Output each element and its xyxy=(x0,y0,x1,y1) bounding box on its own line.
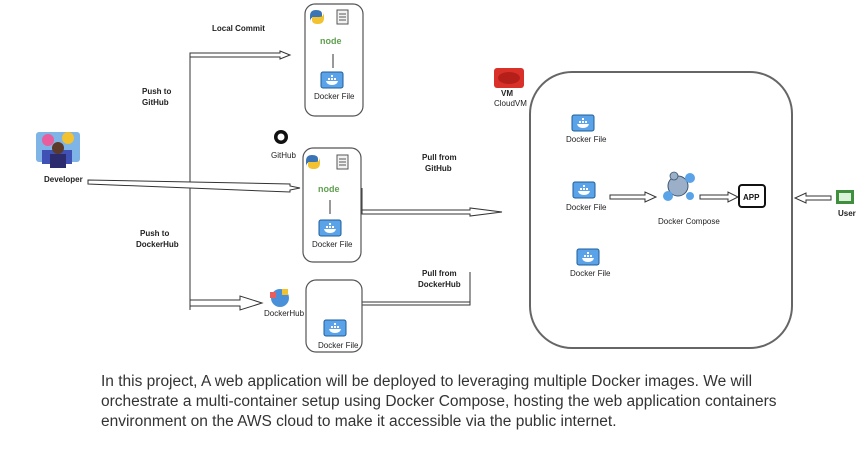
arrow-right xyxy=(699,191,740,203)
description-text: In this project, A web application will … xyxy=(101,373,777,430)
file-icon xyxy=(336,9,349,25)
docker-file-label: Docker File xyxy=(566,135,607,144)
github-icon xyxy=(274,130,288,144)
dockerhub-icon xyxy=(270,289,289,307)
vm-badge: VM xyxy=(501,89,513,98)
docker-icon xyxy=(572,181,596,199)
cloud-vm-box xyxy=(529,71,793,349)
docker-icon xyxy=(320,71,344,89)
docker-icon xyxy=(318,219,342,237)
flow-lines xyxy=(87,50,503,311)
pull-github-label-2: GitHub xyxy=(425,164,452,173)
docker-icon xyxy=(571,114,595,132)
dockerhub-label: DockerHub xyxy=(264,309,305,318)
cloud-icon xyxy=(494,68,524,88)
node-icon: node xyxy=(318,184,340,194)
app-label: APP xyxy=(743,193,760,202)
developer-label: Developer xyxy=(44,175,83,184)
push-github-label-2: GitHub xyxy=(142,98,169,107)
docker-file-label: Docker File xyxy=(570,269,611,278)
docker-icon xyxy=(323,319,347,337)
developer-icon xyxy=(36,132,80,168)
arrow-left xyxy=(793,192,832,204)
user-icon xyxy=(836,190,854,204)
arrow-right xyxy=(609,191,658,203)
push-dockerhub-label-1: Push to xyxy=(140,229,169,238)
pull-dockerhub-label-2: DockerHub xyxy=(418,280,461,289)
push-dockerhub-label-2: DockerHub xyxy=(136,240,179,249)
pull-github-label-1: Pull from xyxy=(422,153,457,162)
local-commit-label: Local Commit xyxy=(212,24,265,33)
docker-file-label: Docker File xyxy=(314,92,355,101)
github-repo-box xyxy=(302,147,362,263)
local-repo-box xyxy=(304,3,364,117)
docker-file-label: Docker File xyxy=(318,341,359,350)
docker-file-label: Docker File xyxy=(566,203,607,212)
github-label: GitHub xyxy=(271,151,296,160)
docker-file-label: Docker File xyxy=(312,240,353,249)
dockerhub-box xyxy=(305,279,363,353)
pull-dockerhub-label-1: Pull from xyxy=(422,269,457,278)
docker-compose-label: Docker Compose xyxy=(658,217,720,226)
user-label: User xyxy=(838,209,856,218)
compose-icon xyxy=(663,171,695,201)
file-icon xyxy=(336,154,349,170)
app-icon xyxy=(738,184,766,208)
cloudvm-label: CloudVM xyxy=(494,99,527,108)
node-icon: node xyxy=(320,36,342,46)
docker-icon xyxy=(576,248,600,266)
push-github-label-1: Push to xyxy=(142,87,171,96)
